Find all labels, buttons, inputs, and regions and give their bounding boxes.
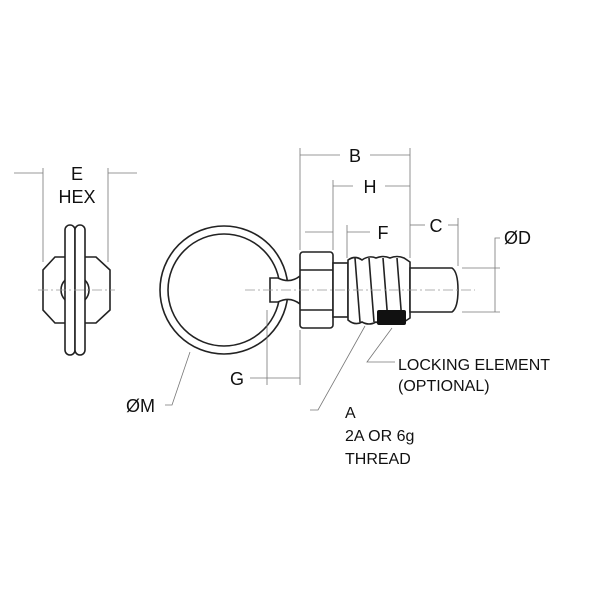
a-leader — [310, 325, 366, 411]
thread-label: THREAD — [345, 451, 411, 468]
hex-label: HEX — [58, 187, 95, 207]
dim-c-label: C — [430, 216, 443, 236]
optional-label: (OPTIONAL) — [398, 378, 490, 395]
dimensions — [165, 148, 500, 411]
dim-h-label: H — [364, 177, 377, 197]
front-view — [159, 225, 475, 355]
end-view — [14, 168, 137, 356]
locking-element — [377, 310, 406, 325]
thread-a-label: A — [345, 405, 356, 422]
dim-e-label: E — [71, 164, 83, 184]
dim-m-label: ØM — [126, 396, 155, 416]
dim-f-label: F — [378, 223, 389, 243]
dim-d-label: ØD — [504, 228, 531, 248]
locking-element-label: LOCKING ELEMENT — [398, 357, 550, 374]
d-dimension — [494, 237, 500, 312]
dim-b-label: B — [349, 146, 361, 166]
locking-leader — [366, 327, 395, 363]
m-leader — [165, 351, 191, 406]
thread-class-label: 2A OR 6g — [345, 428, 414, 445]
dim-g-label: G — [230, 369, 244, 389]
